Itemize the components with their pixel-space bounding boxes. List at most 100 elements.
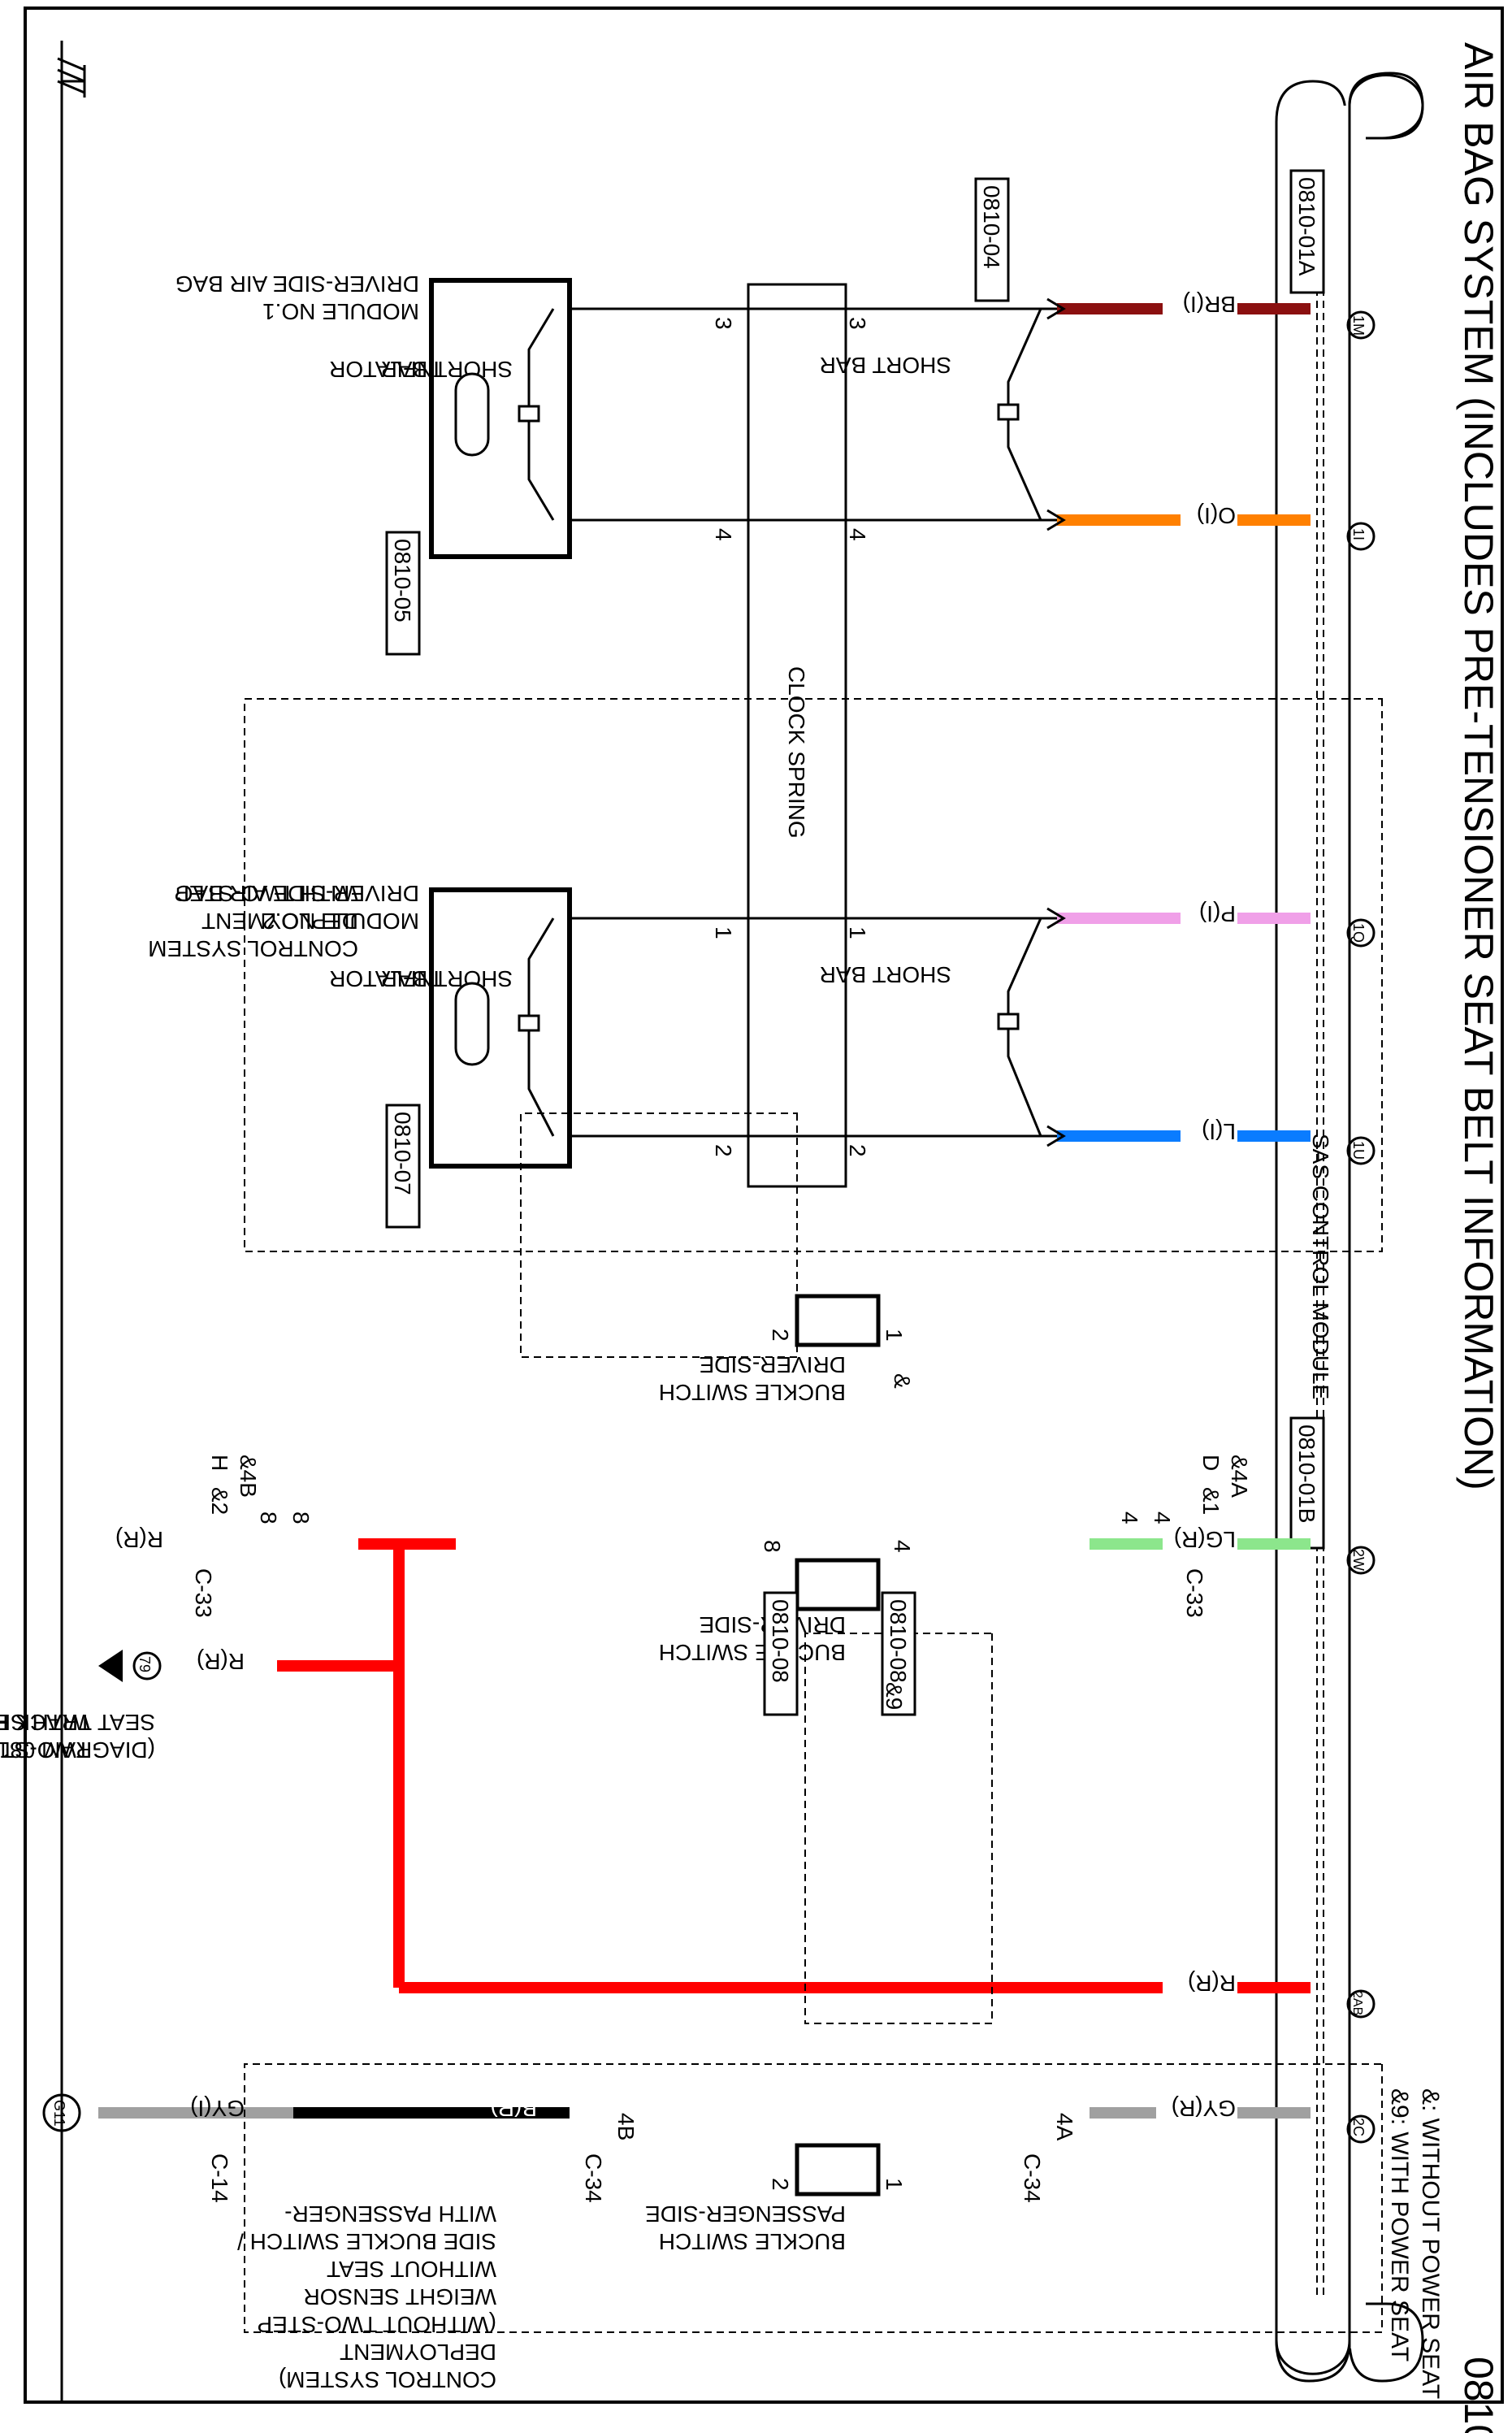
clock-spring-pins: 3 3 4 4 1 1 2 2 <box>711 317 870 1157</box>
connector-arrows-upper <box>1046 297 1066 1147</box>
inflator-icon-2 <box>454 982 490 1066</box>
svg-text:1U: 1U <box>1350 1141 1367 1160</box>
svg-text:2AB: 2AB <box>1350 1991 1364 2015</box>
terminal-1Q: 1Q <box>1346 918 1376 948</box>
ref-0810-04: 0810-04 <box>974 177 1010 302</box>
pnote-d: WEIGHT SENSOR <box>303 2284 496 2309</box>
wire-label-r-r-2: R(R) <box>115 1527 163 1552</box>
connector-c33-lower: &4B H &2 C-33 <box>191 1455 261 1618</box>
page-frame <box>24 7 1504 2404</box>
connector-c34-lower: 4B C-34 <box>581 2113 639 2203</box>
pbs-switch-icon <box>795 2143 881 2197</box>
pnote-b: SIDE BUCKLE SWITCH / <box>237 2229 496 2254</box>
svg-text:2: 2 <box>845 1144 870 1157</box>
wire-label-b-r: B(R) <box>490 2096 537 2121</box>
wire-label-r-r-1: R(R) <box>1188 1971 1236 1996</box>
amp-label: & <box>890 1373 915 1389</box>
terminal-1U: 1U <box>1346 1136 1376 1165</box>
inflator-label-1: INFLATOR <box>329 357 440 382</box>
svg-text:4: 4 <box>1117 1511 1142 1524</box>
airbag-module-1-label-b: MODULE NO.1 <box>262 299 419 324</box>
ref-0810-08-a: 0810-08 <box>881 1591 916 1716</box>
legend-line-2: &9: WITH POWER SEAT <box>1386 2088 1413 2361</box>
svg-text:4: 4 <box>711 528 736 541</box>
svg-text:G11: G11 <box>51 2100 67 2127</box>
short-bar-label-3: SHORT BAR <box>381 357 513 382</box>
dbs1-label-b: BUCKLE SWITCH <box>659 1380 846 1405</box>
svg-text:H: H <box>207 1455 232 1471</box>
sensor-arrow-icon <box>98 1650 123 1682</box>
ref-0810-01B: 0810-01B <box>1289 1416 1325 1550</box>
pnote-e: (WITHOUT TWO-STEP <box>258 2312 497 2337</box>
svg-text:8: 8 <box>760 1540 785 1553</box>
terminal-2C: 2C <box>1346 2114 1376 2144</box>
pnote-f: DEPLOYMENT <box>340 2340 496 2365</box>
short-bar-icon-2 <box>997 917 1042 1137</box>
dbs1-dashed-box <box>520 1112 798 1358</box>
dbs1-switch-icon <box>795 1294 881 1347</box>
svg-text:C-34: C-34 <box>581 2153 606 2203</box>
ref-0810-07: 0810-07 <box>385 1104 421 1229</box>
airbag-module-2 <box>429 887 572 1169</box>
svg-text:79: 79 <box>136 1656 153 1672</box>
ref-0810-01A: 0810-01A <box>1289 169 1325 294</box>
terminal-1M: 1M <box>1346 310 1376 340</box>
svg-text:3: 3 <box>845 317 870 330</box>
two-step-label-b: DEPLOYMENT <box>201 909 358 934</box>
connector-c33-upper: &4A D &1 C-33 <box>1182 1455 1252 1618</box>
ground-symbol-icon <box>57 57 86 98</box>
short-bar-icon <box>997 308 1042 521</box>
svg-text:0810-04: 0810-04 <box>979 185 1004 269</box>
svg-text:8: 8 <box>256 1511 281 1524</box>
dbs1-label-a: DRIVER-SIDE <box>700 1352 846 1377</box>
svg-text:0810-05: 0810-05 <box>390 539 415 622</box>
svg-text:3: 3 <box>711 317 736 330</box>
sas-module-label-visible: SAS CONTROL MODULE <box>1308 1134 1333 1399</box>
seat-track-sensor-diagram: (DIAGRAM 0810-e) <box>0 1737 155 1763</box>
svg-text:4: 4 <box>890 1540 915 1553</box>
pnote-a: WITH PASSENGER- <box>284 2201 496 2227</box>
svg-text:&4A: &4A <box>1227 1455 1252 1498</box>
pbs-label-b: BUCKLE SWITCH <box>659 2229 846 2254</box>
svg-text:0810-01A: 0810-01A <box>1294 177 1319 276</box>
terminal-1I: 1I <box>1346 522 1376 551</box>
wire-label-gy-r: GY(R) <box>1172 2096 1236 2121</box>
svg-text:C-33: C-33 <box>191 1568 216 1618</box>
svg-text:0810-07: 0810-07 <box>390 1112 415 1195</box>
inflator-label-2: INFLATOR <box>329 966 440 991</box>
seat-track-sensor-label: SEAT TRACK POSITION SENSOR <box>0 1710 155 1735</box>
svg-text:8: 8 <box>288 1511 314 1524</box>
two-step-label-c: CONTROL SYSTEM <box>148 936 358 961</box>
ref-0810-08-b: 0810-08 <box>763 1591 799 1716</box>
svg-text:2W: 2W <box>1350 1549 1367 1571</box>
svg-text:1I: 1I <box>1350 528 1367 540</box>
connector-c14: C-14 <box>207 2153 232 2203</box>
svg-text:&4B: &4B <box>236 1455 261 1498</box>
terminal-2W: 2W <box>1346 1546 1376 1575</box>
svg-text:1Q: 1Q <box>1350 923 1367 943</box>
wire-label-br-i: BR(I) <box>1183 292 1236 317</box>
terminal-g11: G11 <box>42 2093 81 2132</box>
connector-c34-upper: 4A C-34 <box>1020 2113 1077 2203</box>
svg-text:&1: &1 <box>1198 1487 1224 1515</box>
two-step-dashed-box <box>244 698 1383 1252</box>
pnote-g: CONTROL SYSTEM) <box>279 2367 496 2392</box>
pbs-pins: 1 2 <box>768 2178 907 2191</box>
page-code: 0810-b <box>1456 2357 1501 2433</box>
svg-text:4: 4 <box>1150 1511 1175 1524</box>
wire-label-r-r-3: R(R) <box>197 1649 245 1674</box>
svg-text:4A: 4A <box>1052 2113 1077 2141</box>
svg-text:0810-08: 0810-08 <box>768 1599 793 1683</box>
svg-text:1M: 1M <box>1350 315 1367 336</box>
svg-text:1: 1 <box>882 2178 907 2191</box>
wire-label-l-i: L(I) <box>1202 1119 1236 1144</box>
svg-text:C-34: C-34 <box>1020 2153 1045 2203</box>
svg-text:0810-01B: 0810-01B <box>1294 1425 1319 1523</box>
ref-0810-05: 0810-05 <box>385 531 421 656</box>
airbag-module-1 <box>429 278 572 559</box>
passenger-dashed-box <box>244 2063 1383 2333</box>
svg-text:D: D <box>1198 1455 1224 1471</box>
svg-text:1: 1 <box>711 926 736 939</box>
